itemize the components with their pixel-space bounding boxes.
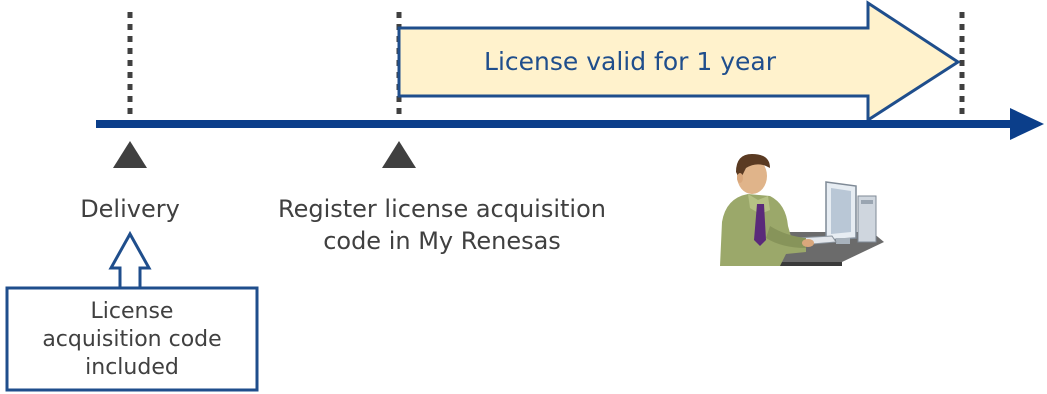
timeline-arrowhead: [1010, 108, 1044, 140]
callout-line-3: included: [85, 355, 179, 380]
milestone-marker-register: [382, 141, 416, 168]
person-at-computer-icon: [720, 154, 884, 266]
milestone-label-register: Register license acquisition code in My …: [277, 195, 606, 255]
milestone-marker-delivery: [113, 141, 147, 168]
license-validity-arrow: [397, 0, 961, 123]
callout-line-1: License: [90, 299, 174, 324]
milestone-label-delivery: Delivery: [80, 195, 180, 223]
callout-up-arrow: [108, 230, 152, 290]
callout-line-2: acquisition code: [42, 327, 222, 352]
callout-box: [5, 286, 259, 392]
license-validity-label: License valid for 1 year: [484, 47, 776, 76]
